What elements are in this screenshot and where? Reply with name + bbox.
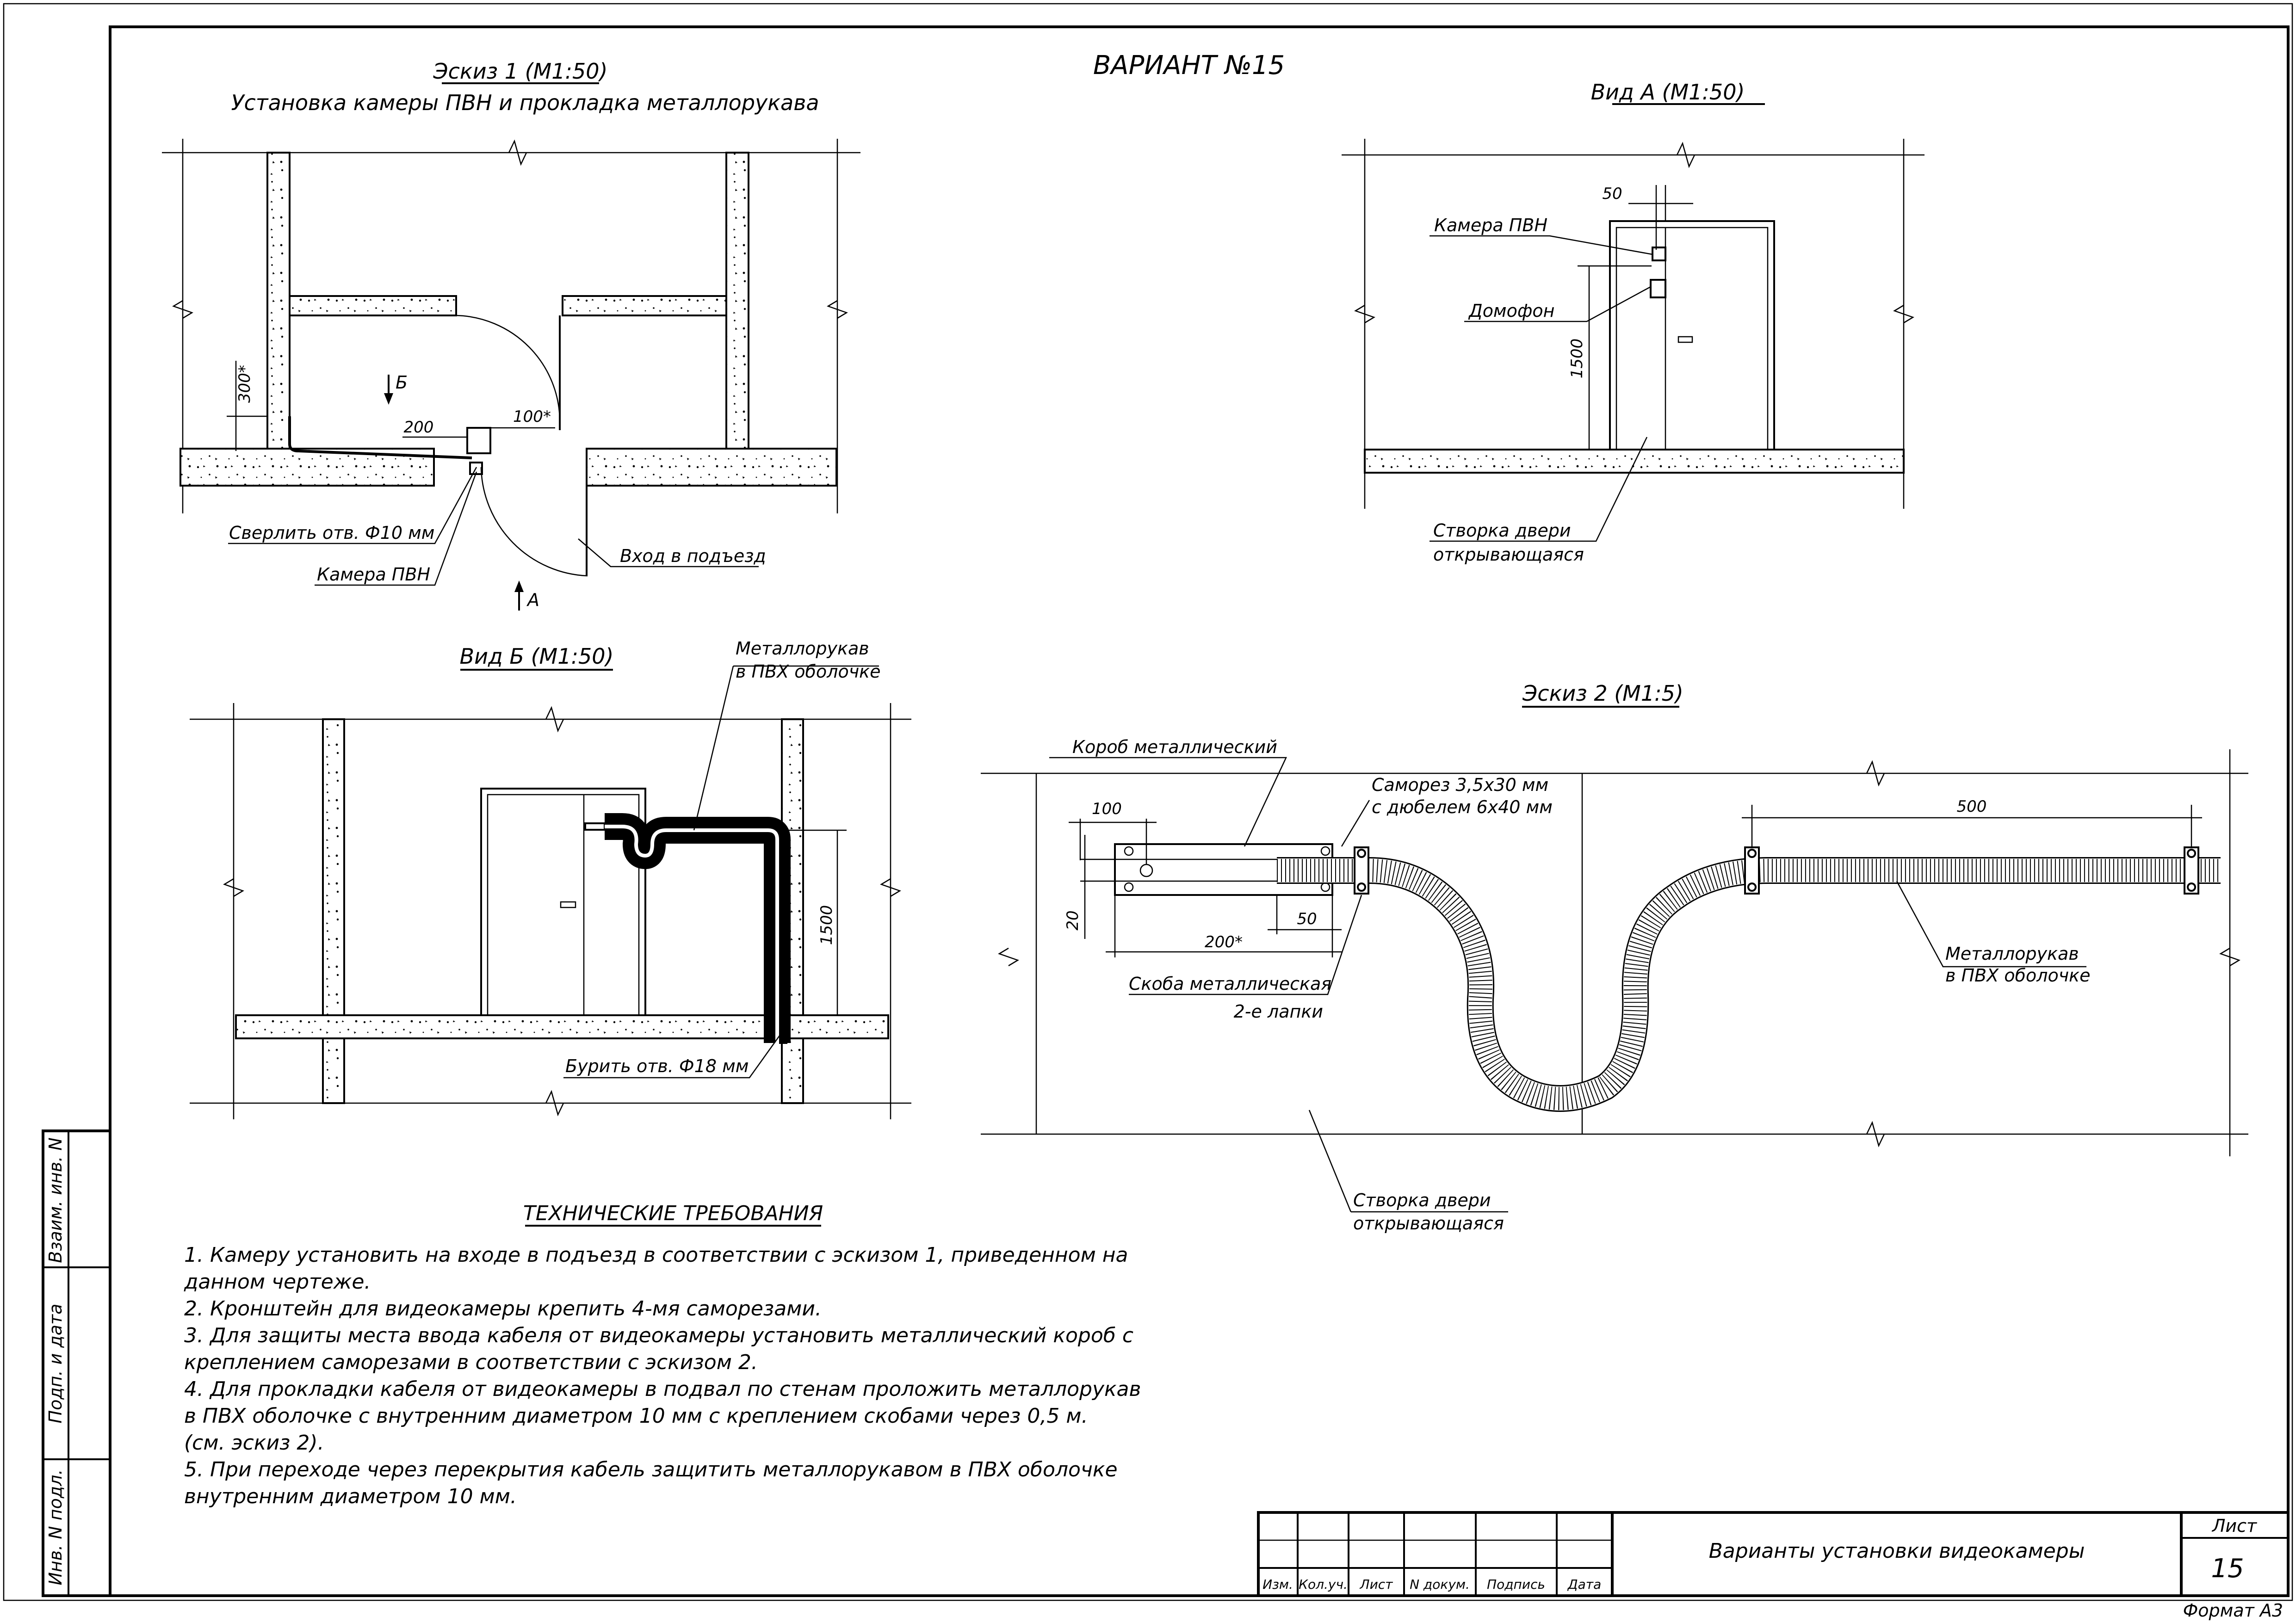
- sketch2: Эскиз 2 (М1:5): [981, 681, 2248, 1234]
- labelA-intercom: Домофон: [1468, 301, 1554, 321]
- req-line-7: в ПВХ оболочке с внутренним диаметром 10…: [184, 1404, 1088, 1428]
- dim2-20: 20: [1064, 910, 1082, 930]
- stamp-cell-1: Взаим. инв. N: [45, 1137, 66, 1263]
- viewB-title: Вид Б (М1:50): [460, 644, 614, 669]
- labelA-door-1: Створка двери: [1433, 520, 1571, 541]
- label2-hose-1: Металлорукав: [1945, 944, 2079, 964]
- tb-date: Дата: [1567, 1577, 1602, 1592]
- dim2-100: 100: [1092, 800, 1122, 818]
- stamp-cell-2: Подп. и дата: [45, 1304, 66, 1424]
- labelA-door-2: открывающаяся: [1433, 544, 1584, 565]
- req-line-2: данном чертеже.: [184, 1270, 371, 1294]
- dim2-50: 50: [1297, 910, 1317, 928]
- title-block: Изм. Кол.уч. Лист N докум. Подпись Дата …: [1257, 1511, 2290, 1597]
- requirements: ТЕХНИЧЕСКИЕ ТРЕБОВАНИЯ 1. Камеру установ…: [184, 1202, 1141, 1508]
- tb-ndoc: N докум.: [1410, 1577, 1470, 1592]
- dim-200: 200: [404, 418, 434, 437]
- arrow-a: А: [526, 590, 539, 610]
- label2-screw-2: с дюбелем 6х40 мм: [1372, 797, 1553, 817]
- inner-frame: [109, 25, 2290, 1597]
- variant-title: ВАРИАНТ №15: [1093, 50, 1285, 80]
- req-line-1: 1. Камеру установить на входе в подъезд …: [184, 1243, 1128, 1267]
- dim2-200: 200*: [1205, 933, 1243, 951]
- label2-door-1: Створка двери: [1353, 1190, 1491, 1210]
- sketch1: Эскиз 1 (М1:50) Установка камеры ПВН и п…: [162, 59, 860, 611]
- tb-sheet-number: 15: [2211, 1554, 2244, 1584]
- arrow-b: Б: [396, 372, 408, 393]
- label-drill: Сверлить отв. Ф10 мм: [229, 523, 434, 543]
- tb-list: Лист: [1360, 1577, 1393, 1592]
- req-line-3: 2. Кронштейн для видеокамеры крепить 4-м…: [184, 1297, 822, 1321]
- labelB-hose-2: в ПВХ оболочке: [736, 661, 880, 682]
- label2-hose-2: в ПВХ оболочке: [1945, 965, 2090, 986]
- outer-frame: [3, 3, 2293, 1601]
- req-line-6: 4. Для прокладки кабеля от видеокамеры в…: [184, 1377, 1141, 1401]
- req-heading: ТЕХНИЧЕСКИЕ ТРЕБОВАНИЯ: [523, 1202, 823, 1225]
- labelB-drill: Бурить отв. Ф18 мм: [565, 1056, 749, 1076]
- viewB: Вид Б (М1:50) 1500 Металлорукав в ПВХ об…: [190, 638, 911, 1119]
- format-label: Формат А3: [2183, 1600, 2283, 1621]
- sketch1-title: Эскиз 1 (М1:50): [433, 59, 608, 84]
- label-camera: Камера ПВН: [317, 564, 430, 585]
- viewA: Вид А (М1:50) 50 1500 Камера ПВН Домофон…: [1342, 80, 1925, 565]
- req-line-8: (см. эскиз 2).: [184, 1431, 324, 1455]
- viewA-title: Вид А (М1:50): [1591, 80, 1745, 105]
- dim-100: 100*: [513, 407, 551, 426]
- labelB-hose-1: Металлорукав: [736, 638, 869, 659]
- dimA-1500: 1500: [1568, 339, 1586, 379]
- dimA-50: 50: [1602, 185, 1622, 203]
- label2-clamp-1: Скоба металлическая: [1129, 974, 1331, 994]
- req-line-9: 5. При переходе через перекрытия кабель …: [184, 1458, 1118, 1481]
- stamp-cell-3: Инв. N подл.: [45, 1469, 66, 1585]
- dimB-1500: 1500: [817, 905, 836, 945]
- tb-kol: Кол.уч.: [1299, 1577, 1348, 1592]
- dim2-500: 500: [1957, 797, 1987, 816]
- sketch2-title: Эскиз 2 (М1:5): [1522, 681, 1683, 706]
- label-entrance: Вход в подъезд: [620, 546, 766, 566]
- dim-300: 300*: [235, 365, 254, 403]
- tb-sheet-label: Лист: [2211, 1516, 2258, 1536]
- side-stamp: Взаим. инв. N Подп. и дата Инв. N подл.: [42, 1129, 111, 1597]
- req-line-5: креплением саморезами в соответствии с э…: [184, 1351, 758, 1374]
- tb-izm: Изм.: [1262, 1577, 1293, 1592]
- tb-doc-title: Варианты установки видеокамеры: [1709, 1539, 2085, 1563]
- tb-sign: Подпись: [1487, 1577, 1545, 1592]
- req-line-4: 3. Для защиты места ввода кабеля от виде…: [184, 1324, 1133, 1347]
- label2-clamp-2: 2-е лапки: [1234, 1001, 1323, 1022]
- req-line-10: внутренним диаметром 10 мм.: [184, 1485, 517, 1508]
- sketch1-subtitle: Установка камеры ПВН и прокладка металло…: [231, 90, 819, 115]
- label2-screw-1: Саморез 3,5х30 мм: [1372, 775, 1548, 795]
- labelA-camera: Камера ПВН: [1434, 215, 1547, 235]
- label2-door-2: открывающаяся: [1353, 1213, 1504, 1234]
- label2-box: Короб металлический: [1072, 737, 1277, 757]
